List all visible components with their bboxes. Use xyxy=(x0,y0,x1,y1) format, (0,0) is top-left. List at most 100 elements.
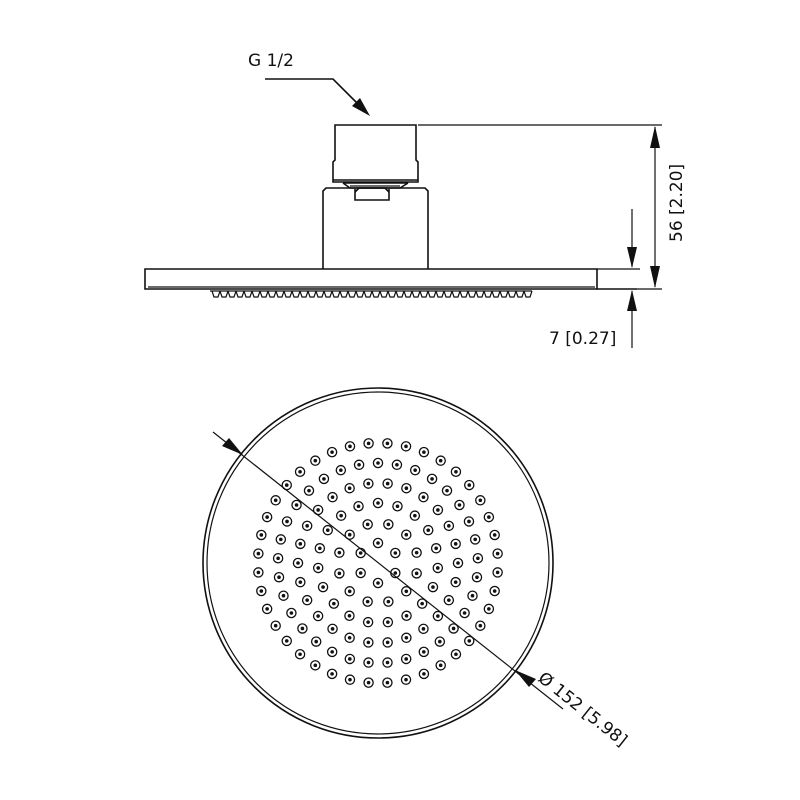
nozzle xyxy=(362,596,373,607)
nozzle xyxy=(328,598,340,609)
nozzle xyxy=(418,668,430,680)
nozzle xyxy=(475,620,486,631)
arm-block xyxy=(322,187,429,269)
plate-thickness-label: 7 [0.27] xyxy=(549,329,616,349)
nozzle xyxy=(272,552,284,564)
nozzle xyxy=(270,495,281,506)
nozzle xyxy=(318,473,330,485)
nozzle xyxy=(489,529,500,541)
nozzle xyxy=(286,607,297,619)
nozzle xyxy=(450,576,461,588)
top-view: Ø 152 [5.98] xyxy=(202,387,631,751)
nozzle xyxy=(432,562,444,574)
nozzle xyxy=(427,581,439,593)
nozzle xyxy=(256,585,267,597)
nozzle xyxy=(392,501,403,512)
nozzle xyxy=(383,519,394,530)
nozzle xyxy=(355,547,366,559)
nozzle xyxy=(372,497,384,509)
nozzle xyxy=(400,674,412,685)
nozzle xyxy=(334,547,345,558)
nozzle xyxy=(382,478,393,489)
nozzle xyxy=(382,677,393,688)
nozzle xyxy=(382,657,393,668)
nozzle xyxy=(471,571,483,583)
nozzle xyxy=(472,552,484,564)
nozzle xyxy=(291,499,302,511)
nozzle xyxy=(401,632,412,644)
nozzle xyxy=(489,585,500,597)
shower-plate-side xyxy=(144,268,637,290)
nozzle xyxy=(450,648,462,660)
nozzle xyxy=(372,537,384,549)
nozzle xyxy=(391,459,403,471)
nozzle xyxy=(317,581,329,593)
nozzle xyxy=(362,616,374,628)
nozzle xyxy=(382,637,393,648)
nozzle xyxy=(326,668,338,680)
nozzle xyxy=(448,623,459,634)
nozzle xyxy=(435,660,446,671)
nozzle xyxy=(363,677,374,688)
connector-nut xyxy=(332,124,419,189)
nozzle xyxy=(355,567,366,579)
nozzle xyxy=(270,620,281,631)
nozzle xyxy=(310,636,322,647)
nozzle xyxy=(400,441,412,452)
nozzle xyxy=(363,637,374,648)
nozzle xyxy=(382,616,394,628)
nozzle xyxy=(430,543,442,554)
nozzle xyxy=(492,567,503,578)
nozzle xyxy=(426,473,438,485)
nozzle xyxy=(278,590,289,601)
side-view: G 1/2 xyxy=(144,51,687,349)
nozzle xyxy=(434,636,446,647)
nozzle xyxy=(310,455,321,466)
nozzle xyxy=(294,466,306,478)
nozzle xyxy=(483,511,495,523)
height-dimension: 56 [2.20] xyxy=(650,126,687,288)
nozzle xyxy=(301,594,313,606)
nozzle xyxy=(401,610,412,622)
nozzle xyxy=(443,520,455,532)
nozzle xyxy=(281,635,293,647)
nozzle xyxy=(353,459,365,471)
nozzle xyxy=(418,646,430,658)
nozzle-teeth xyxy=(210,290,533,298)
nozzle xyxy=(294,648,306,660)
plate-outer-edge xyxy=(202,387,554,739)
nozzle xyxy=(261,511,273,523)
nozzle xyxy=(383,596,394,607)
nozzle xyxy=(363,438,374,449)
nozzle xyxy=(435,455,446,466)
nozzle xyxy=(363,657,374,668)
height-dimension-label: 56 [2.20] xyxy=(667,164,687,242)
nozzle xyxy=(312,610,324,622)
nozzle xyxy=(418,446,430,458)
nozzle xyxy=(353,501,364,512)
nozzle xyxy=(390,547,401,559)
nozzle xyxy=(326,646,338,658)
nozzle xyxy=(261,603,273,615)
thread-label: G 1/2 xyxy=(248,51,294,71)
nozzle xyxy=(409,510,421,521)
nozzle xyxy=(469,534,481,545)
nozzle xyxy=(327,623,338,635)
nozzle xyxy=(344,482,355,494)
nozzle xyxy=(450,538,461,550)
nozzle xyxy=(327,491,338,503)
nozzle xyxy=(363,478,374,489)
nozzle xyxy=(409,464,421,476)
nozzle xyxy=(314,543,326,554)
nozzle xyxy=(441,485,453,496)
nozzle-pattern xyxy=(253,438,503,688)
nozzle xyxy=(443,594,455,606)
thread-leader-arrow xyxy=(265,78,370,116)
nozzle xyxy=(295,576,306,588)
nozzle xyxy=(452,557,464,569)
nozzle xyxy=(253,548,264,559)
nozzle xyxy=(418,623,429,635)
nozzle xyxy=(411,568,422,579)
nozzle xyxy=(253,567,264,578)
